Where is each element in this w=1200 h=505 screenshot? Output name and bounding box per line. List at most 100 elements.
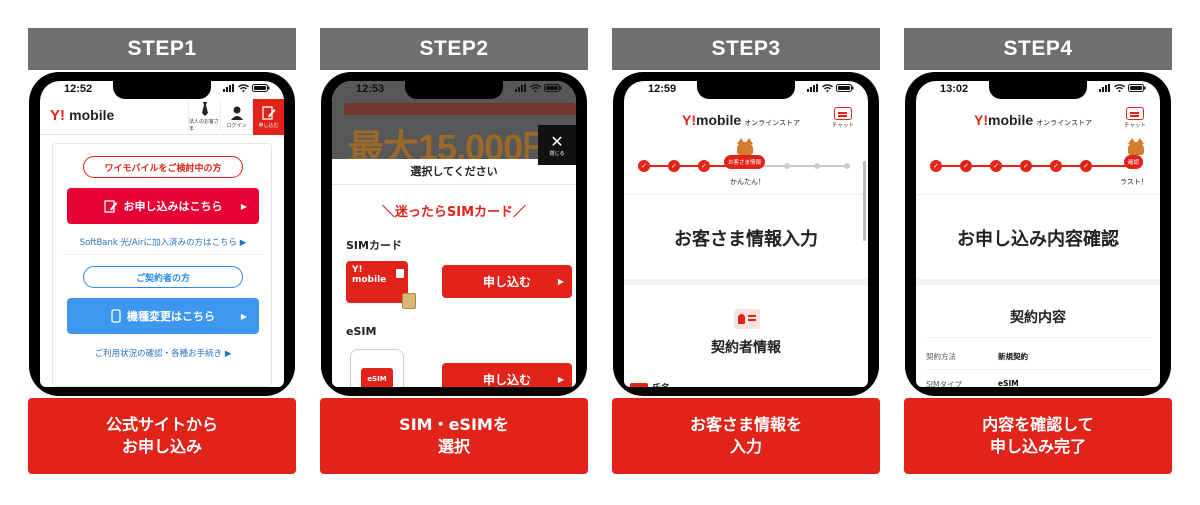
section-title: 契約者情報 (711, 340, 781, 356)
phone-frame: 12:52 Y! mobile 法人のお客さま ログイン (29, 72, 295, 396)
step-caption: SIM・eSIMを 選択 (320, 398, 588, 474)
considering-pill: ワイモバイルをご検討中の方 (83, 156, 243, 178)
progress-stepper: ✓ ✓ ✓ お客さま情報 かんたん！ (624, 138, 868, 195)
phone-icon (111, 309, 121, 323)
logo-mark: Y! (682, 112, 696, 128)
logo-word: mobile (988, 112, 1034, 128)
name-field-row: 氏名 (630, 381, 670, 387)
row-divider (926, 369, 1150, 370)
step-done-dot: ✓ (638, 160, 650, 172)
chat-label: チャット (1124, 123, 1146, 129)
model-change-label: 機種変更はこちら (127, 310, 215, 323)
esim-apply-button[interactable]: 申し込む ▶ (442, 363, 572, 387)
section-title: 契約内容 (1010, 310, 1066, 326)
softbank-link[interactable]: SoftBank 光/Airに加入済みの方はこちら ▶ (79, 238, 247, 248)
sim-apply-label: 申し込む (482, 275, 531, 289)
step-caption: 内容を確認して 申し込み完了 (904, 398, 1172, 474)
status-clock: 12:53 (356, 83, 385, 95)
nano-sim-icon (402, 293, 416, 309)
model-change-button[interactable]: 機種変更はこちら ▶ (67, 298, 259, 334)
step-done-dot: ✓ (1080, 160, 1092, 172)
arrow-right-icon: ▶ (557, 375, 564, 384)
logo-store: オンラインストア (1036, 120, 1092, 127)
person-icon (230, 106, 243, 120)
step-done-dot: ✓ (1020, 160, 1032, 172)
status-clock: 12:59 (648, 83, 677, 95)
business-button[interactable]: 法人のお客さま (188, 99, 220, 135)
status-clock: 13:02 (940, 83, 969, 95)
step-todo-dot (844, 163, 850, 169)
logo-mark: Y! (974, 112, 988, 128)
login-button[interactable]: ログイン (220, 99, 252, 135)
logo-store: オンラインストア (744, 120, 800, 127)
step-caption: 公式サイトから お申し込み (28, 398, 296, 474)
id-card-icon (734, 309, 760, 329)
step-done-dot: ✓ (698, 160, 710, 172)
arrow-right-icon: ▶ (240, 311, 247, 321)
progress-caption: かんたん！ (730, 178, 765, 186)
scrollbar[interactable] (863, 161, 866, 241)
sheet-title: 選択してください (332, 159, 576, 185)
sim-apply-button[interactable]: 申し込む ▶ (442, 265, 572, 298)
esim-chip: eSIM (361, 368, 393, 387)
battery-icon (544, 84, 562, 92)
ymobile-logo[interactable]: Y! mobile (50, 107, 114, 124)
row-value: 新規契約 (998, 352, 1028, 361)
site-header: Y! mobile 法人のお客さま ログイン 申し込む (40, 99, 284, 135)
section-gap (916, 279, 1160, 285)
status-bar: 12:59 (624, 81, 868, 99)
select-sheet: 選択してください ＼迷ったらSIMカード／ SIMカード Y! mobile 申… (332, 159, 576, 387)
progress-line-done (644, 165, 744, 167)
chat-button[interactable]: チャット (1124, 107, 1146, 131)
logo-word: mobile (696, 112, 742, 128)
row-label: SIMタイプ (926, 380, 962, 387)
row-divider (926, 337, 1150, 338)
banner-strip (344, 103, 576, 115)
tie-icon (201, 102, 208, 116)
sim-chip-icon (396, 269, 404, 278)
step-heading: STEP4 (904, 28, 1172, 70)
header-apply-label: 申し込む (258, 122, 279, 129)
step-done-dot: ✓ (990, 160, 1002, 172)
caption-text: 内容を確認して 申し込み完了 (982, 415, 1094, 456)
step-todo-dot (814, 163, 820, 169)
close-icon: ✕ (550, 131, 564, 151)
progress-stepper: ✓ ✓ ✓ ✓ ✓ ✓ 確認 ラスト！ (916, 138, 1160, 195)
apply-button[interactable]: お申し込みはこちら ▶ (67, 188, 259, 224)
phone-screen: 12:52 Y! mobile 法人のお客さま ログイン (40, 81, 284, 387)
wifi-icon (530, 84, 541, 92)
required-badge (630, 382, 648, 387)
sim-card-text: Y! mobile (352, 265, 387, 285)
esim-label: eSIM (346, 325, 377, 338)
section-gap (624, 279, 868, 285)
close-button[interactable]: ✕ 閉じる (538, 125, 576, 165)
usage-link[interactable]: ご利用状況の確認・各種お手続き ▶ (94, 349, 232, 359)
phone-screen: 最大15,000円相当 12:53 ✕ 閉じる 選択してください ＼迷ったらSI… (332, 81, 576, 387)
arrow-right-icon: ▶ (557, 277, 564, 286)
chat-button[interactable]: チャット (832, 107, 854, 131)
pencil-icon (103, 200, 117, 213)
arrow-right-icon: ▶ (240, 201, 247, 211)
name-field-label: 氏名 (652, 381, 670, 387)
caption-text: お客さま情報を 入力 (689, 415, 802, 456)
progress-tag: 確認 (1124, 155, 1144, 169)
business-label: 法人のお客さま (189, 119, 220, 132)
pencil-icon (261, 105, 275, 120)
apply-button-label: お申し込みはこちら (123, 200, 223, 213)
status-bar: 13:02 (916, 81, 1160, 99)
close-label: 閉じる (549, 150, 565, 157)
wifi-icon (238, 84, 249, 92)
header-apply-button[interactable]: 申し込む (252, 99, 284, 135)
divider (63, 254, 263, 255)
step2-column: STEP2 最大15,000円相当 12:53 ✕ 閉じる 選択し (320, 28, 588, 474)
signal-icon (223, 84, 234, 92)
step1-column: STEP1 12:52 Y! mobile 法人のお客さま (28, 28, 296, 474)
cat-icon (1128, 138, 1144, 155)
step-done-dot: ✓ (668, 160, 680, 172)
progress-tag: お客さま情報 (724, 155, 766, 169)
cat-icon (737, 138, 753, 155)
